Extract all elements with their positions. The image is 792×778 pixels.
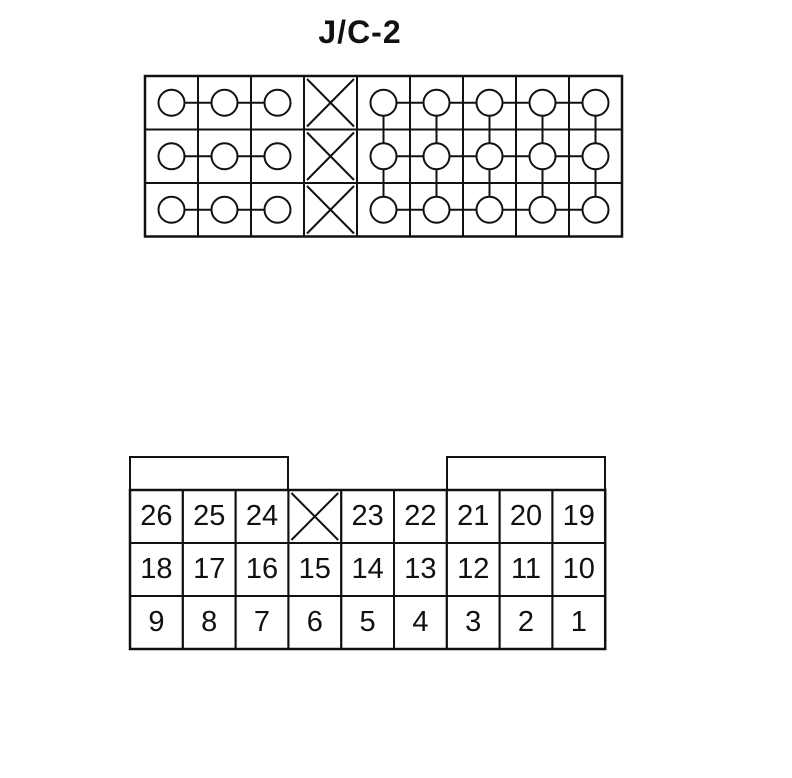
terminal-circle [369, 88, 398, 117]
pin-number-13: 13 [404, 553, 437, 585]
pin-number-14: 14 [351, 553, 384, 585]
pin-number-3: 3 [465, 606, 482, 638]
terminal-circle [475, 195, 504, 224]
pin-number-5: 5 [359, 606, 376, 638]
terminal-circle [581, 88, 610, 117]
pin-number-2: 2 [517, 606, 535, 638]
terminal-circle [210, 88, 239, 117]
pin-number-9: 9 [148, 606, 165, 638]
pin-number-7: 7 [253, 606, 271, 638]
pin-number-8: 8 [201, 606, 218, 638]
pin-number-25: 25 [193, 500, 226, 532]
blank-cavity-cross [306, 185, 355, 235]
blank-cavity-cross [306, 131, 355, 181]
terminal-circle [263, 88, 292, 117]
pin-number-22: 22 [404, 500, 437, 532]
pin-number-24: 24 [245, 500, 279, 532]
pin-number-12: 12 [457, 553, 490, 585]
terminal-circle [157, 88, 186, 117]
terminal-circle [475, 88, 504, 117]
terminal-circle [475, 142, 504, 171]
terminal-circle [263, 195, 292, 224]
pin-number-4: 4 [412, 606, 429, 638]
pin-number-18: 18 [140, 553, 173, 585]
pin-number-26: 26 [140, 500, 173, 532]
pin-number-23: 23 [351, 500, 384, 532]
connector-title: J/C-2 [318, 14, 402, 50]
terminal-circle [581, 142, 610, 171]
terminal-circle [581, 195, 610, 224]
pin-number-17: 17 [193, 553, 226, 585]
terminal-circle [528, 195, 557, 224]
pin-number-19: 19 [562, 500, 595, 532]
terminal-circle [422, 195, 451, 224]
terminal-circle [263, 142, 292, 171]
pin-number-16: 16 [245, 553, 279, 585]
internal-frame [143, 74, 624, 238]
terminal-circle [369, 142, 398, 171]
pin-number-6: 6 [306, 606, 323, 638]
pin-number-11: 11 [510, 553, 542, 585]
blank-cavity-cross [306, 78, 355, 128]
terminal-circle [210, 195, 239, 224]
pin-number-21: 21 [457, 500, 490, 532]
terminal-circle [528, 88, 557, 117]
terminal-circle [210, 142, 239, 171]
terminal-circle [157, 195, 186, 224]
connector-face-frame [128, 488, 607, 651]
terminal-circle [369, 195, 398, 224]
terminal-circle [422, 88, 451, 117]
blank-pin-cross [290, 492, 339, 541]
pin-number-20: 20 [509, 500, 543, 532]
terminal-circle [528, 142, 557, 171]
pin-number-1: 1 [570, 606, 587, 638]
pin-number-15: 15 [298, 553, 331, 585]
terminal-circle [422, 142, 451, 171]
pin-number-10: 10 [562, 553, 595, 585]
terminal-circle [157, 142, 186, 171]
